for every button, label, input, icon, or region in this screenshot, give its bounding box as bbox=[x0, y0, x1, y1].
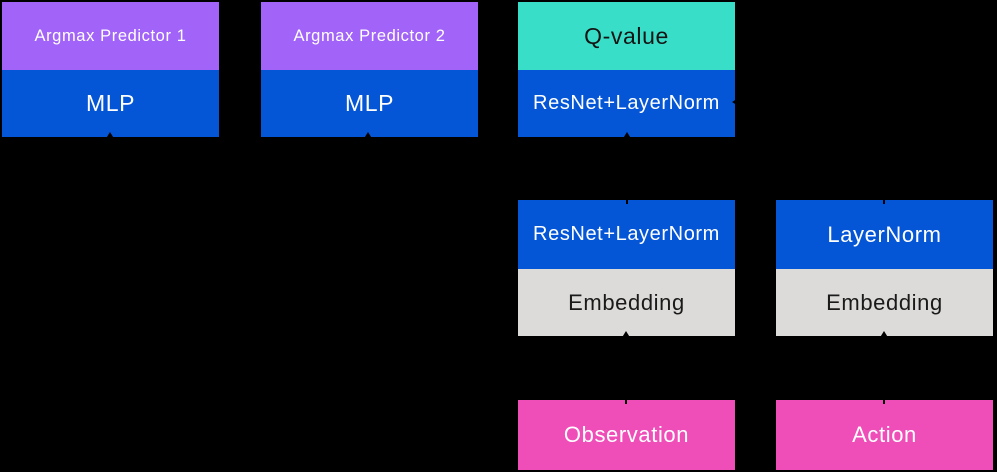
obs-embedding-box: Embedding bbox=[518, 269, 735, 336]
observation-label: Observation bbox=[563, 422, 690, 447]
mlp-1-box: MLP bbox=[2, 70, 219, 137]
action-label: Action bbox=[852, 422, 917, 447]
q-value-box: Q-value bbox=[518, 2, 735, 70]
argmax-predictor-1-label: Argmax Predictor 1 bbox=[34, 26, 187, 45]
arrowhead-mlp2 bbox=[363, 132, 373, 140]
q-value-stack: Q-value ResNet+LayerNorm bbox=[518, 2, 735, 137]
argmax-predictor-2-stack: Argmax Predictor 2 MLP bbox=[261, 2, 478, 137]
arrow-action-to-act-embedding bbox=[883, 338, 885, 404]
arrowhead-obs-embedding bbox=[621, 331, 631, 339]
action-encoder-stack: LayerNorm Embedding bbox=[776, 200, 993, 336]
act-embedding-box: Embedding bbox=[776, 269, 993, 336]
act-layernorm-label: LayerNorm bbox=[827, 221, 942, 247]
act-embedding-label: Embedding bbox=[826, 289, 943, 315]
obs-resnet-layernorm-box: ResNet+LayerNorm bbox=[518, 200, 735, 269]
mlp-2-box: MLP bbox=[261, 70, 478, 137]
action-input-stack: Action bbox=[776, 400, 993, 470]
obs-resnet-layernorm-label: ResNet+LayerNorm bbox=[533, 223, 720, 245]
arrow-branch-to-mlp2 bbox=[367, 140, 369, 169]
observation-box: Observation bbox=[518, 400, 735, 470]
mlp-2-label: MLP bbox=[344, 90, 395, 116]
arrow-observation-to-obs-embedding bbox=[625, 338, 627, 404]
argmax-predictor-2-box: Argmax Predictor 2 bbox=[261, 2, 478, 70]
act-layernorm-box: LayerNorm bbox=[776, 200, 993, 269]
observation-encoder-stack: ResNet+LayerNorm Embedding bbox=[518, 200, 735, 336]
observation-input-stack: Observation bbox=[518, 400, 735, 470]
q-resnet-layernorm-box: ResNet+LayerNorm bbox=[518, 70, 735, 137]
arrowhead-act-embedding bbox=[879, 331, 889, 339]
q-resnet-layernorm-label: ResNet+LayerNorm bbox=[533, 92, 720, 114]
arrowhead-q-stack-bottom bbox=[622, 132, 632, 140]
arrow-obs-encoder-to-q-stack bbox=[626, 140, 628, 204]
q-value-label: Q-value bbox=[584, 22, 669, 49]
arrow-act-encoder-horizontal bbox=[739, 101, 885, 103]
argmax-predictor-1-box: Argmax Predictor 1 bbox=[2, 2, 219, 70]
arrow-branch-to-mlp1 bbox=[109, 140, 111, 169]
arrow-act-encoder-up bbox=[883, 101, 885, 204]
arrowhead-mlp1 bbox=[105, 132, 115, 140]
argmax-predictor-2-label: Argmax Predictor 2 bbox=[293, 26, 446, 45]
argmax-predictor-1-stack: Argmax Predictor 1 MLP bbox=[2, 2, 219, 137]
mlp-1-label: MLP bbox=[85, 90, 136, 116]
arrowhead-q-stack-right bbox=[732, 97, 740, 107]
obs-embedding-label: Embedding bbox=[568, 289, 685, 315]
action-box: Action bbox=[776, 400, 993, 470]
